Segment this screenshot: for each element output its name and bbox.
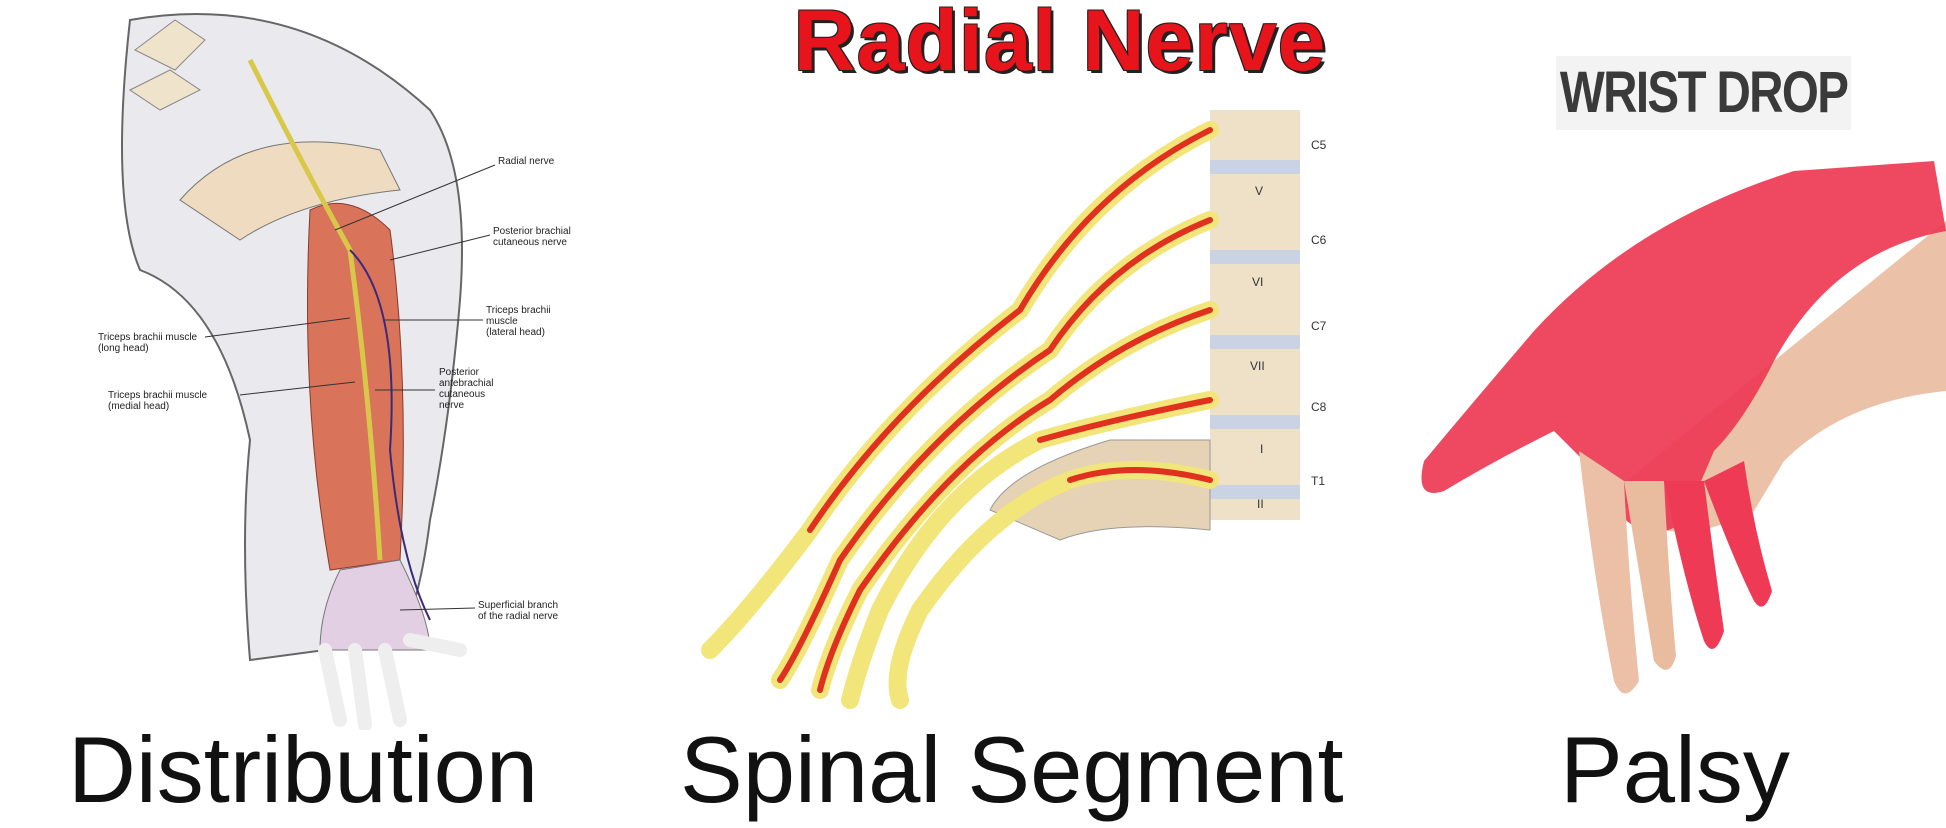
label-radial-nerve: Radial nerve: [498, 156, 555, 167]
caption-distribution: Distribution: [68, 717, 539, 822]
label-triceps-long-head: Triceps brachii muscle (long head): [98, 332, 198, 354]
wrist-drop-heading: WRIST DROP: [1556, 56, 1852, 130]
vertebra-i: I: [1260, 442, 1264, 456]
label-superficial-branch: Superficial branch of the radial nerve: [478, 600, 559, 622]
label-triceps-lateral-head: Triceps brachii muscle (lateral head): [486, 305, 551, 338]
level-c6: C6: [1311, 233, 1327, 247]
vertebra-vii: VII: [1250, 359, 1265, 373]
spinal-segment-illustration: [701, 110, 1300, 709]
level-c8: C8: [1311, 400, 1327, 414]
vertebra-vi: VI: [1252, 275, 1264, 289]
page-title: Radial Nerve: [793, 0, 1327, 89]
wrist-drop-hand-illustration: [1421, 161, 1946, 694]
arm-distribution-illustration: [121, 13, 496, 730]
caption-spinal-segment: Spinal Segment: [680, 717, 1344, 822]
label-posterior-brachial: Posterior brachial cutaneous nerve: [493, 226, 571, 248]
label-posterior-antebrachial: Posterior antebrachial cutaneous nerve: [439, 367, 494, 411]
label-triceps-medial-head: Triceps brachii muscle (medial head): [108, 390, 208, 412]
vertebra-v: V: [1255, 184, 1264, 198]
level-t1: T1: [1311, 474, 1326, 488]
level-c5: C5: [1311, 138, 1327, 152]
vertebra-ii: II: [1257, 497, 1264, 511]
caption-palsy: Palsy: [1560, 717, 1790, 822]
level-c7: C7: [1311, 319, 1327, 333]
